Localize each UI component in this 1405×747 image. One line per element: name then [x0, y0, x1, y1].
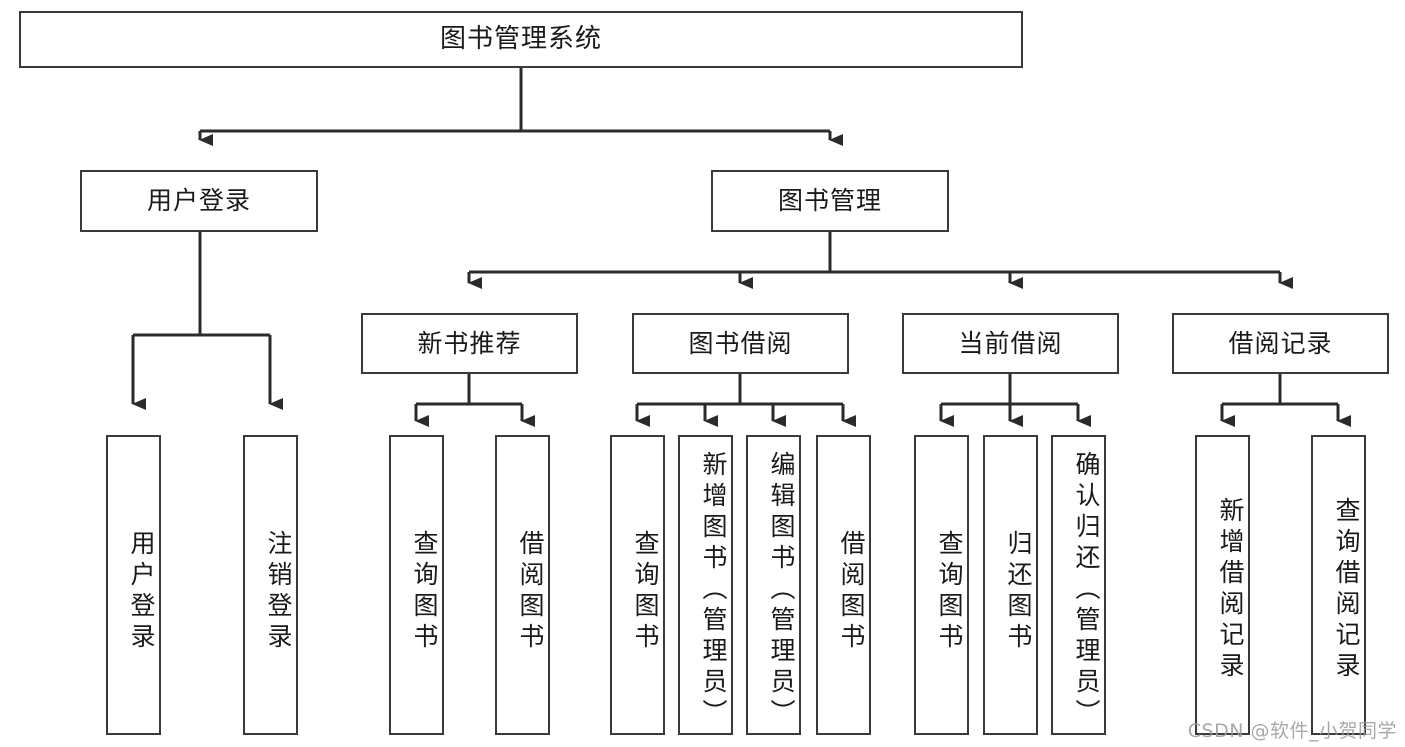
leaf-borrow-book-borrow[interactable]: 借阅图书 — [816, 435, 871, 735]
leaf-edit-book-admin-label: 编辑图书（管理员） — [767, 450, 796, 730]
leaf-query-borrow-record[interactable]: 查询借阅记录 — [1311, 435, 1366, 735]
leaf-add-book-admin[interactable]: 新增图书（管理员） — [678, 435, 733, 735]
node-book-borrow[interactable]: 图书借阅 — [632, 313, 849, 374]
leaf-query-book-newbook[interactable]: 查询图书 — [389, 435, 444, 735]
leaf-query-book-current[interactable]: 查询图书 — [914, 435, 969, 735]
watermark-credit: CSDN @软件_小贺同学 — [1187, 720, 1397, 742]
leaf-borrow-book-borrow-label: 借阅图书 — [837, 530, 866, 654]
leaf-return-book-label: 归还图书 — [1004, 530, 1033, 654]
node-new-book-recommend-label: 新书推荐 — [417, 328, 522, 358]
node-root[interactable]: 图书管理系统 — [19, 11, 1023, 68]
leaf-add-borrow-record-label: 新增借阅记录 — [1216, 497, 1245, 683]
node-root-label: 图书管理系统 — [439, 24, 602, 55]
leaf-add-borrow-record[interactable]: 新增借阅记录 — [1195, 435, 1250, 735]
leaf-confirm-return-admin[interactable]: 确认归还（管理员） — [1051, 435, 1106, 735]
leaf-query-borrow-record-label: 查询借阅记录 — [1332, 497, 1361, 683]
node-book-borrow-label: 图书借阅 — [688, 328, 793, 358]
leaf-query-book-borrow[interactable]: 查询图书 — [610, 435, 665, 735]
node-book-management-label: 图书管理 — [777, 186, 882, 216]
leaf-user-login-label: 用户登录 — [127, 530, 156, 654]
node-current-borrow-label: 当前借阅 — [958, 328, 1063, 358]
leaf-logout[interactable]: 注销登录 — [243, 435, 298, 735]
node-borrow-records[interactable]: 借阅记录 — [1172, 313, 1389, 374]
node-user-login[interactable]: 用户登录 — [80, 170, 318, 232]
leaf-query-book-borrow-label: 查询图书 — [631, 530, 660, 654]
leaf-user-login[interactable]: 用户登录 — [106, 435, 161, 735]
leaf-add-book-admin-label: 新增图书（管理员） — [699, 450, 728, 730]
leaf-confirm-return-admin-label: 确认归还（管理员） — [1072, 450, 1101, 730]
node-user-login-label: 用户登录 — [146, 186, 251, 216]
leaf-borrow-book-newbook-label: 借阅图书 — [516, 530, 545, 654]
node-new-book-recommend[interactable]: 新书推荐 — [361, 313, 578, 374]
leaf-borrow-book-newbook[interactable]: 借阅图书 — [495, 435, 550, 735]
leaf-query-book-newbook-label: 查询图书 — [410, 530, 439, 654]
node-book-management[interactable]: 图书管理 — [711, 170, 949, 232]
leaf-return-book[interactable]: 归还图书 — [983, 435, 1038, 735]
leaf-query-book-current-label: 查询图书 — [935, 530, 964, 654]
node-current-borrow[interactable]: 当前借阅 — [902, 313, 1119, 374]
leaf-edit-book-admin[interactable]: 编辑图书（管理员） — [746, 435, 801, 735]
leaf-logout-label: 注销登录 — [264, 530, 293, 654]
node-borrow-records-label: 借阅记录 — [1228, 328, 1333, 358]
